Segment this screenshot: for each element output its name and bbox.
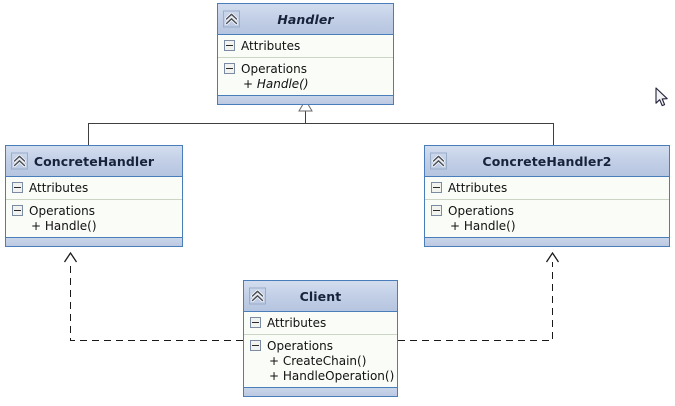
operations-compartment-handler: Operations + Handle() — [218, 58, 393, 95]
dependency-client-concretehandler — [63, 251, 243, 342]
class-title-concretehandler: ConcreteHandler — [33, 153, 155, 169]
attributes-label: Attributes — [267, 315, 327, 330]
open-arrow-arrowhead — [545, 251, 560, 263]
dependency-client-concretehandler2 — [398, 251, 560, 342]
minus-box-icon[interactable] — [224, 63, 235, 74]
attributes-compartment-handler: Attributes — [218, 35, 393, 58]
minus-box-icon[interactable] — [431, 182, 442, 193]
minus-box-icon[interactable] — [250, 340, 261, 351]
operations-compartment-client: Operations + CreateChain() + HandleOpera… — [244, 335, 397, 387]
operations-compartment-header[interactable]: Operations — [425, 202, 669, 219]
open-arrow-arrowhead — [63, 251, 78, 263]
class-footer-concretehandler — [6, 237, 182, 246]
class-node-client[interactable]: Client Attributes Operations + CreateCha… — [243, 280, 398, 397]
chevron-double-up-icon[interactable] — [249, 287, 266, 305]
operations-list: + CreateChain() + HandleOperation() — [244, 354, 397, 384]
class-title-handler: Handler — [277, 11, 334, 27]
class-node-concretehandler[interactable]: ConcreteHandler Attributes Operations + … — [5, 145, 183, 247]
operations-compartment-concretehandler2: Operations + Handle() — [425, 200, 669, 237]
operations-compartment-concretehandler: Operations + Handle() — [6, 200, 182, 237]
class-header-concretehandler2: ConcreteHandler2 — [425, 146, 669, 177]
class-header-handler: Handler — [218, 4, 393, 35]
operations-label: Operations — [448, 203, 514, 218]
operations-label: Operations — [29, 203, 95, 218]
attributes-label: Attributes — [29, 180, 89, 195]
generalization-concretehandler-handler — [88, 123, 306, 145]
attributes-compartment-concretehandler: Attributes — [6, 177, 182, 200]
class-header-client: Client — [244, 281, 397, 312]
generalization-concretehandler2-handler — [305, 123, 554, 145]
class-title-client: Client — [299, 288, 342, 304]
operation-item[interactable]: + Handle() — [450, 219, 516, 233]
operations-compartment-header[interactable]: Operations — [218, 60, 393, 77]
operations-label: Operations — [241, 61, 307, 76]
class-node-handler[interactable]: Handler Attributes Operations + Handle() — [217, 3, 394, 105]
operations-compartment-header[interactable]: Operations — [6, 202, 182, 219]
operations-compartment-header[interactable]: Operations — [244, 337, 397, 354]
class-title-concretehandler2: ConcreteHandler2 — [482, 153, 612, 169]
attributes-compartment-header[interactable]: Attributes — [244, 314, 397, 331]
class-footer-client — [244, 387, 397, 396]
operations-list: + Handle() — [425, 219, 669, 234]
operation-item[interactable]: + Handle() — [243, 77, 309, 91]
attributes-compartment-client: Attributes — [244, 312, 397, 335]
mouse-cursor-icon — [655, 87, 668, 107]
operation-item[interactable]: + CreateChain() — [269, 354, 367, 368]
operations-list: + Handle() — [6, 219, 182, 234]
chevron-double-up-icon[interactable] — [430, 152, 447, 170]
attributes-compartment-header[interactable]: Attributes — [6, 179, 182, 196]
class-header-concretehandler: ConcreteHandler — [6, 146, 182, 177]
operations-label: Operations — [267, 338, 333, 353]
minus-box-icon[interactable] — [12, 205, 23, 216]
attributes-label: Attributes — [241, 38, 301, 53]
minus-box-icon[interactable] — [431, 205, 442, 216]
chevron-double-up-icon[interactable] — [223, 10, 240, 28]
class-footer-concretehandler2 — [425, 237, 669, 246]
operations-list: + Handle() — [218, 77, 393, 92]
operation-item[interactable]: + HandleOperation() — [269, 369, 395, 383]
attributes-compartment-concretehandler2: Attributes — [425, 177, 669, 200]
attributes-compartment-header[interactable]: Attributes — [218, 37, 393, 54]
operation-item[interactable]: + Handle() — [31, 219, 97, 233]
minus-box-icon[interactable] — [224, 40, 235, 51]
attributes-compartment-header[interactable]: Attributes — [425, 179, 669, 196]
class-footer-handler — [218, 95, 393, 104]
class-node-concretehandler2[interactable]: ConcreteHandler2 Attributes Operations +… — [424, 145, 670, 247]
attributes-label: Attributes — [448, 180, 508, 195]
minus-box-icon[interactable] — [250, 317, 261, 328]
minus-box-icon[interactable] — [12, 182, 23, 193]
chevron-double-up-icon[interactable] — [11, 152, 28, 170]
